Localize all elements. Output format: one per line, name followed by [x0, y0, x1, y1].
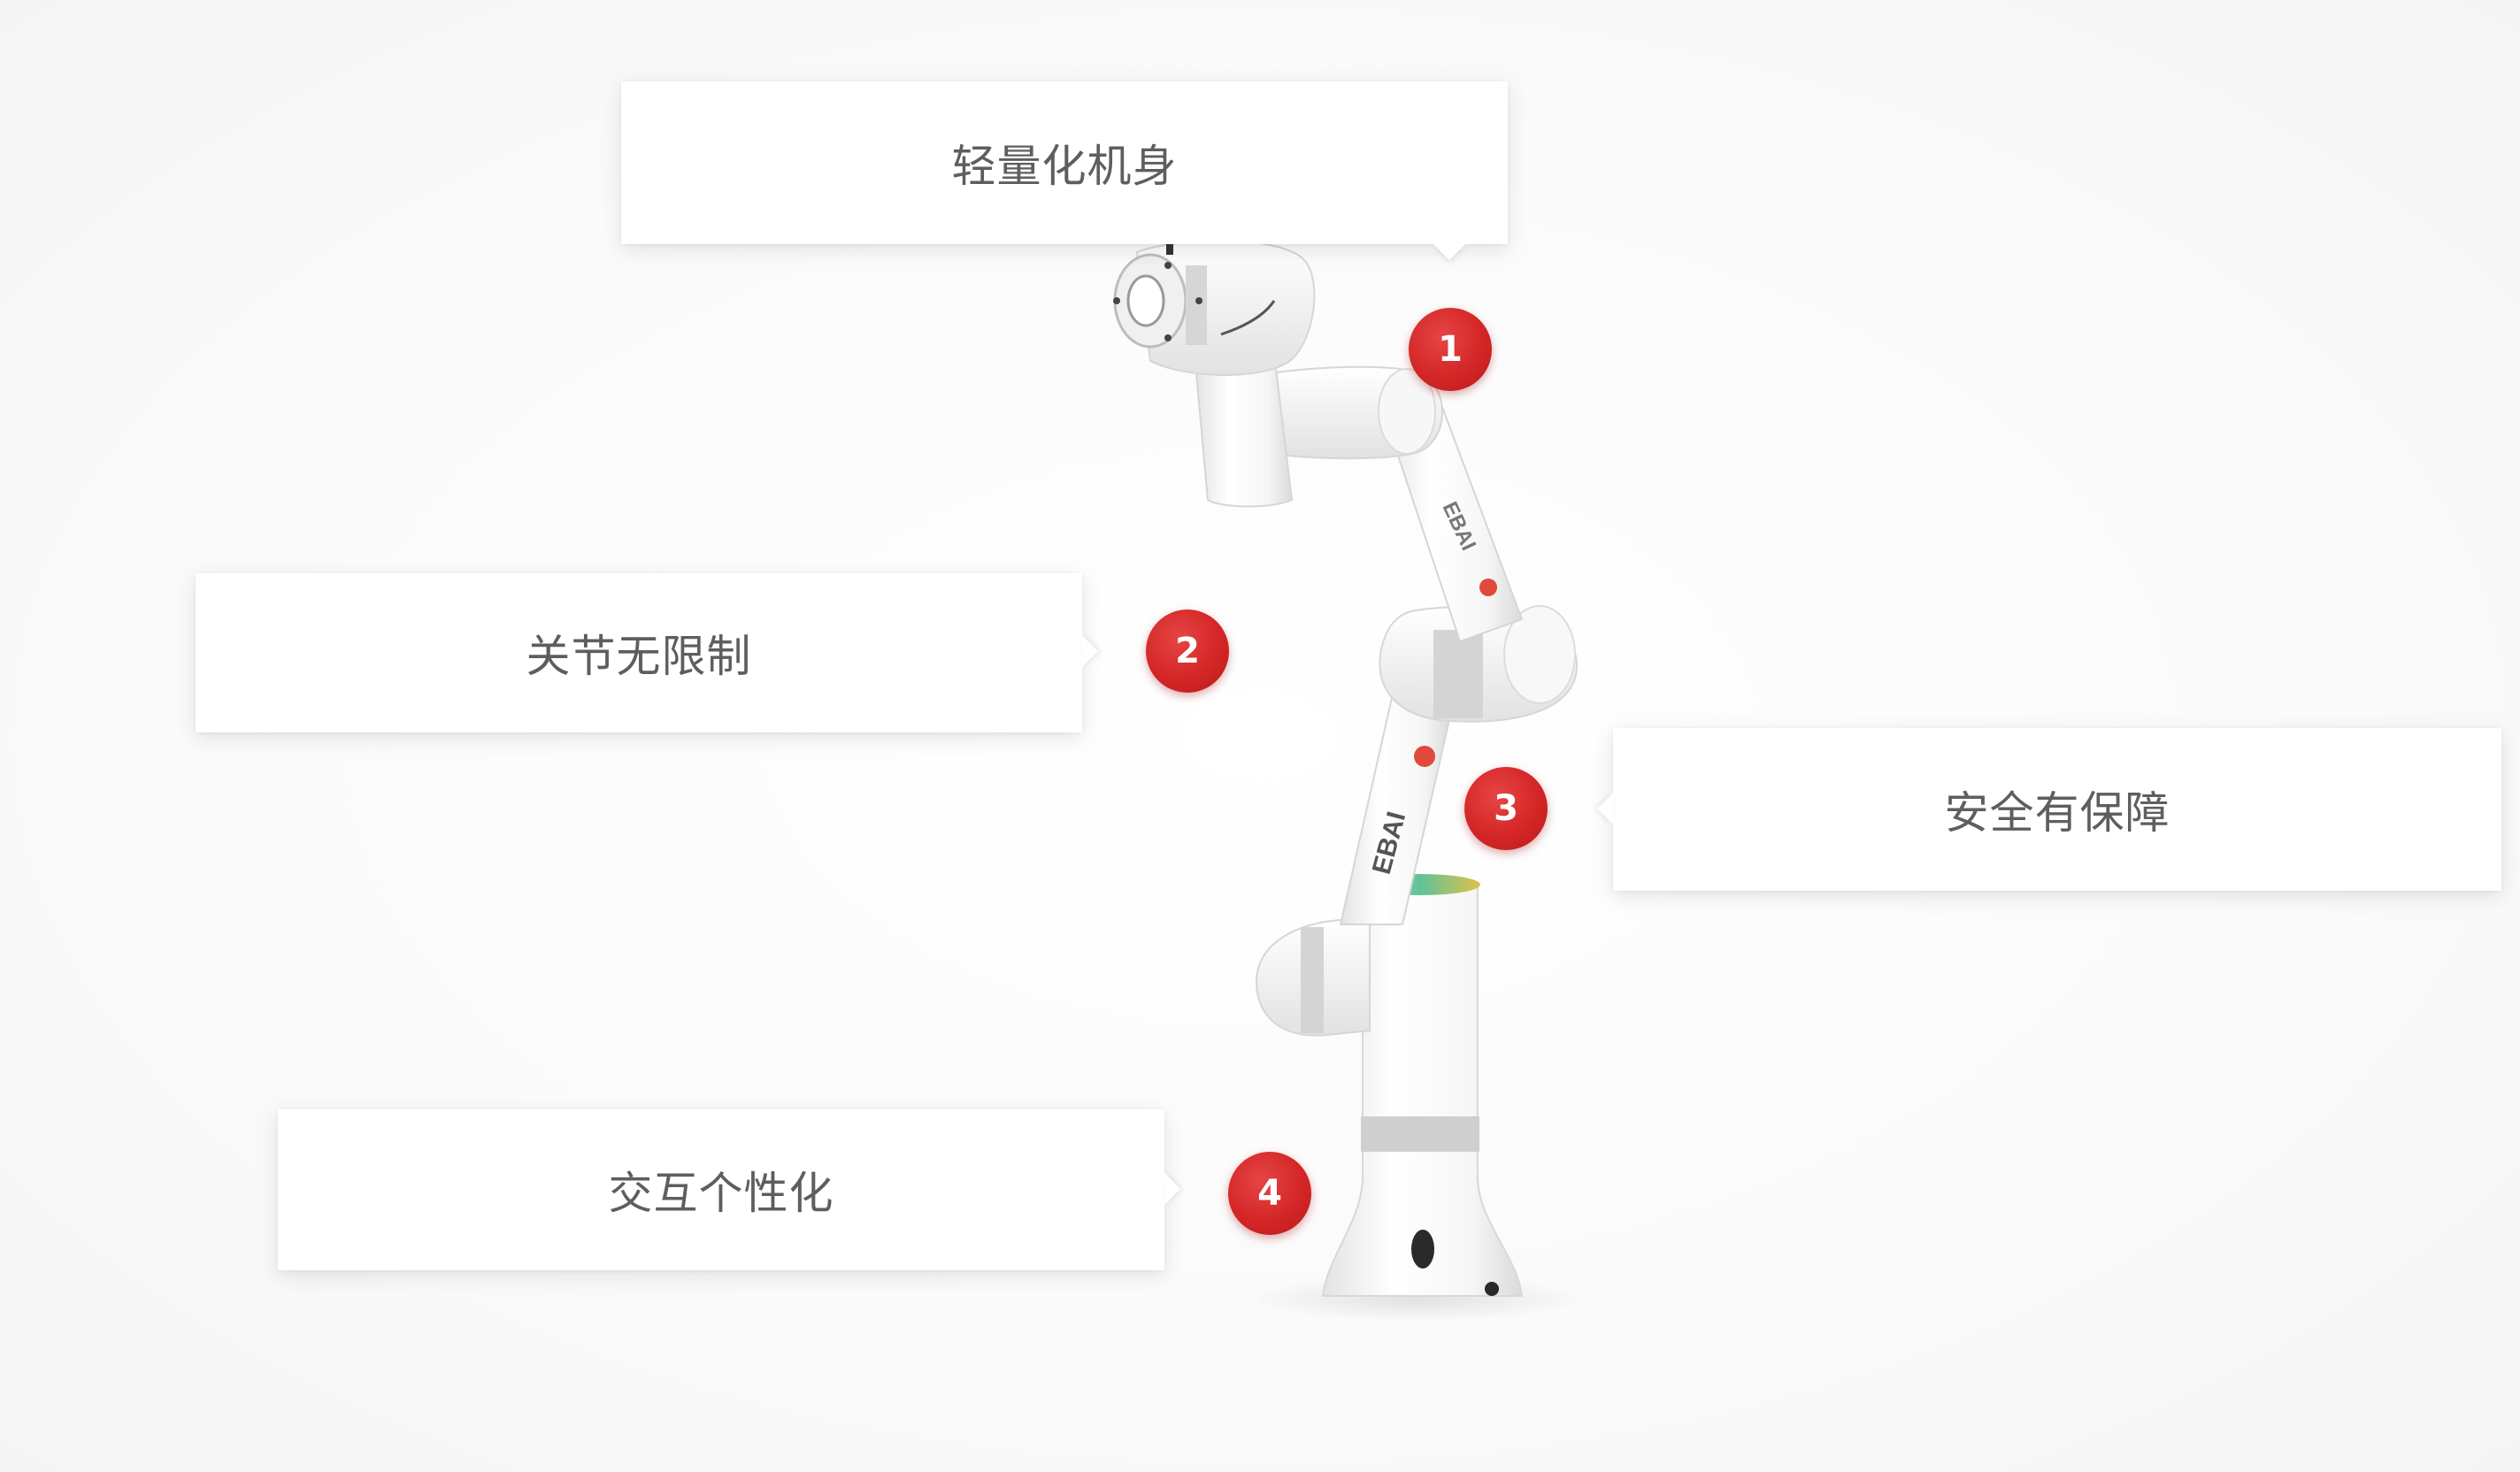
badge-number: 1	[1438, 329, 1463, 370]
base-hole	[1411, 1230, 1434, 1269]
robot-base	[1321, 884, 1524, 1297]
elbow-band	[1433, 630, 1483, 718]
flange-bolt	[1113, 297, 1120, 304]
flange-bolt	[1164, 262, 1172, 269]
feature-label: 轻量化机身	[951, 141, 1178, 192]
callout-pointer	[1164, 1173, 1180, 1205]
callout-pointer	[1433, 244, 1465, 260]
feature-badge-3[interactable]: 3	[1464, 767, 1548, 850]
feature-badge-4[interactable]: 4	[1228, 1152, 1311, 1235]
callout-pointer	[1597, 793, 1613, 824]
feature-card-lightweight-body[interactable]: 轻量化机身	[621, 81, 1508, 244]
badge-number: 2	[1175, 631, 1200, 671]
flange-collar	[1186, 265, 1207, 345]
feature-label: 关节无限制	[526, 631, 752, 682]
upper-arm-logo-mark	[1479, 579, 1497, 596]
flange-bolt	[1195, 297, 1202, 304]
feature-badge-1[interactable]: 1	[1409, 308, 1492, 391]
flange-bolt	[1164, 334, 1172, 341]
shoulder-cap	[1378, 368, 1436, 455]
base-screw	[1485, 1282, 1499, 1296]
feature-card-unlimited-joints[interactable]: 关节无限制	[196, 573, 1082, 732]
lower-joint-band	[1301, 927, 1324, 1033]
badge-number: 4	[1257, 1173, 1282, 1214]
feature-card-safety-guaranteed[interactable]: 安全有保障	[1613, 728, 2501, 891]
elbow-cap	[1503, 605, 1576, 704]
flange-pin	[1166, 242, 1173, 255]
callout-pointer	[1082, 635, 1098, 667]
badge-number: 3	[1494, 788, 1518, 829]
feature-card-personalized-interaction[interactable]: 交互个性化	[278, 1109, 1164, 1270]
lower-arm-logo-mark	[1414, 746, 1435, 767]
feature-label: 安全有保障	[1944, 787, 2170, 839]
tool-flange-inner	[1126, 274, 1165, 327]
feature-badge-2[interactable]: 2	[1146, 610, 1229, 693]
feature-label: 交互个性化	[608, 1168, 834, 1219]
wrist-drop	[1193, 353, 1294, 508]
head-logo-arc	[1220, 300, 1276, 336]
base-ring-band	[1361, 1116, 1479, 1152]
